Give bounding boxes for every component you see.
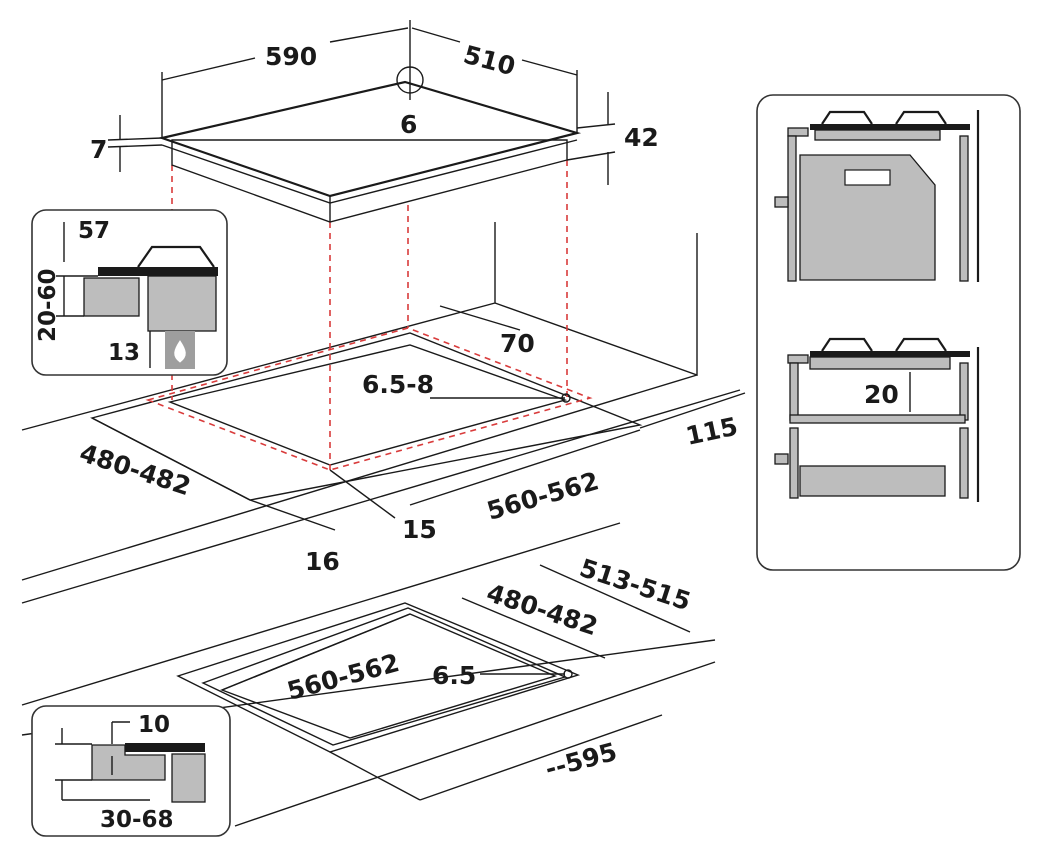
depth-label: 510 xyxy=(460,40,518,82)
recess-detail: 10 30-68 xyxy=(31,705,231,837)
width-label: 590 xyxy=(265,42,317,71)
outer-depth-label: 513-515 xyxy=(576,553,694,616)
clearance-label: 20 xyxy=(864,380,899,409)
cutout-depth-label: 480-482 xyxy=(76,438,194,501)
worktop-range-label: 30-68 xyxy=(100,807,174,833)
back-distance-label: 115 xyxy=(683,412,740,451)
gas-clearance-label: 13 xyxy=(108,340,140,366)
corner-label: 6.5 xyxy=(432,661,476,690)
corner-cut-label: 6.5-8 xyxy=(362,370,434,399)
burner-height-detail: 57 20-60 13 xyxy=(31,209,228,376)
inner-width-label: 560-562 xyxy=(284,648,402,706)
recess-depth-label: 10 xyxy=(138,712,170,738)
total-height-label: 42 xyxy=(624,123,659,152)
front-edge-label: 16 xyxy=(305,547,340,576)
cutout-offset-label: 70 xyxy=(500,329,535,358)
glass-thickness-label: 7 xyxy=(90,135,107,164)
corner-radius-label: 6 xyxy=(400,110,417,139)
worktop-thickness-label: 20-60 xyxy=(35,268,61,342)
burner-height-label: 57 xyxy=(78,218,110,244)
hob-top-view: 590 510 6 7 42 70 6.5-8 480-482 560-562 … xyxy=(21,20,746,604)
front-min-label: 15 xyxy=(402,515,437,544)
installation-options-detail: 20 xyxy=(756,94,1021,571)
